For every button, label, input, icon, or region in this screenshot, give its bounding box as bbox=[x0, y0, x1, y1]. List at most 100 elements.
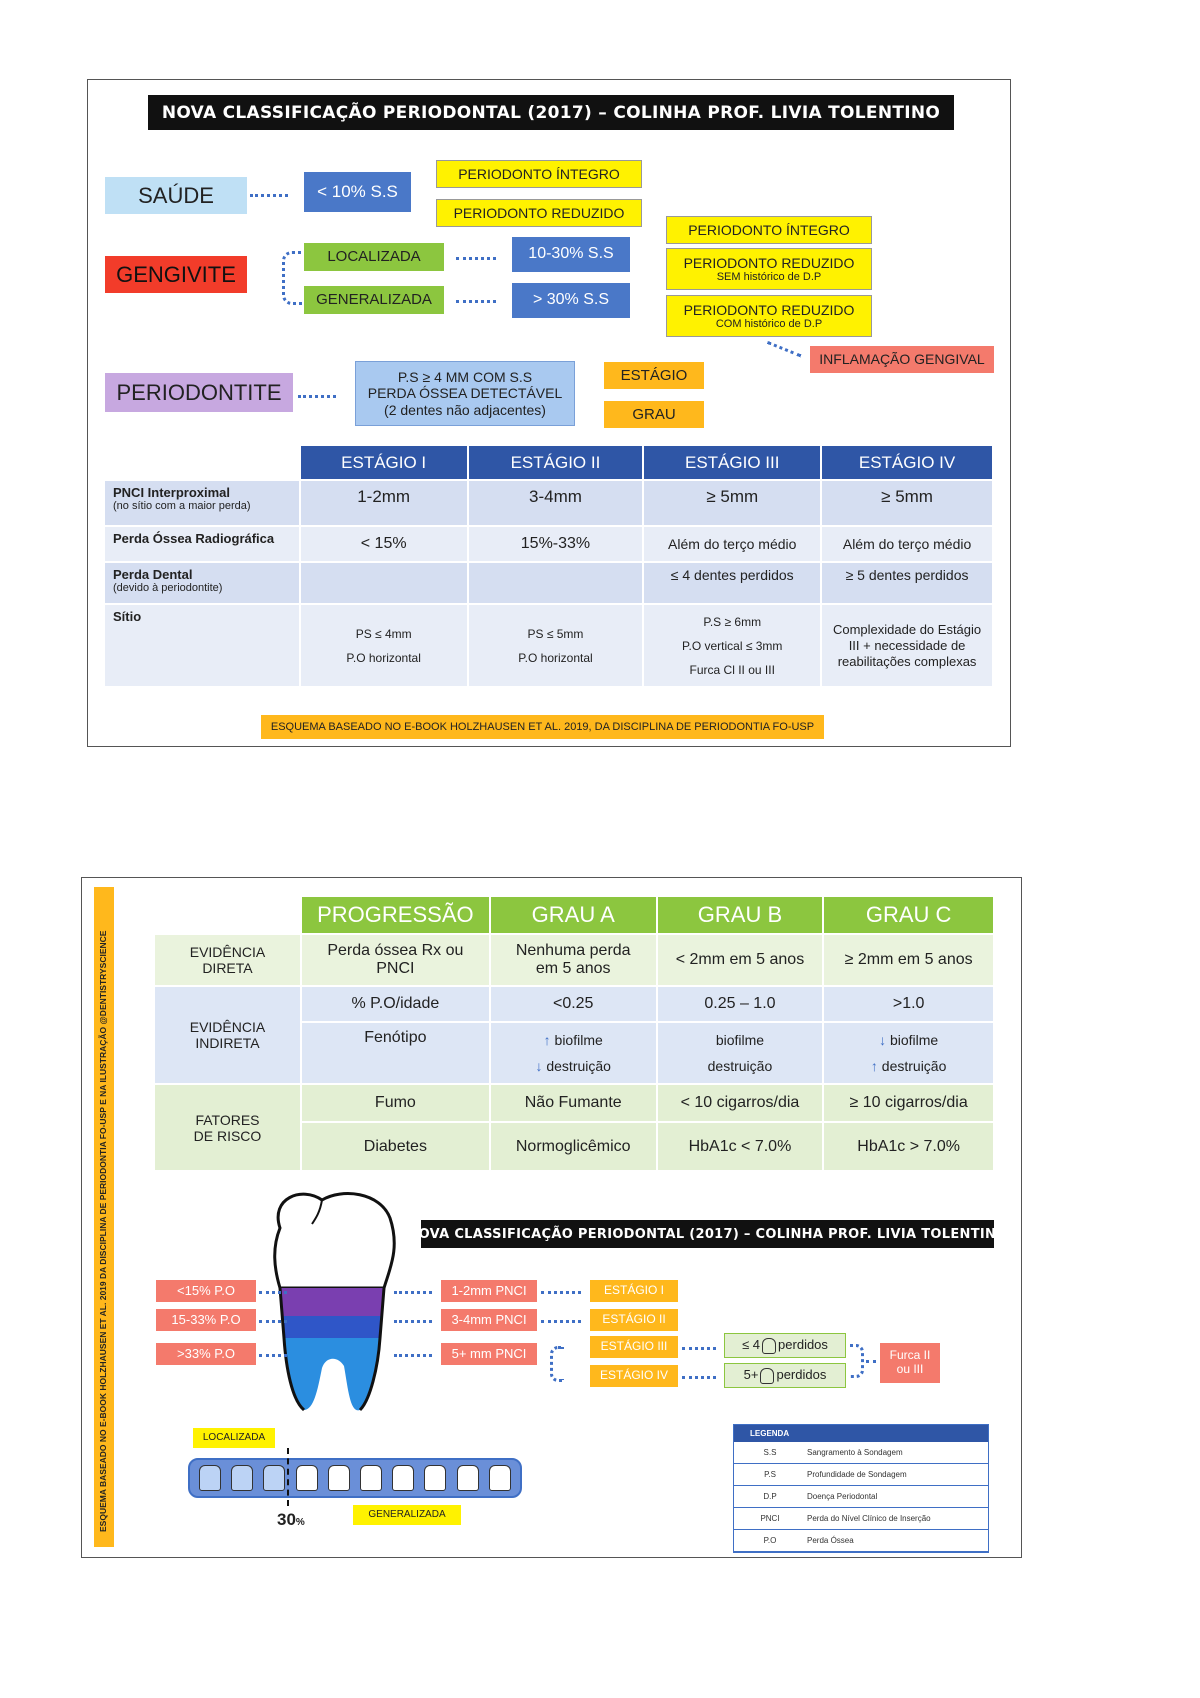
stage-arrow bbox=[541, 1291, 581, 1294]
estagio-iii: ESTÁGIO III bbox=[590, 1336, 678, 1358]
table-cell: 1-2mm bbox=[299, 479, 469, 526]
teeth-arrow bbox=[682, 1347, 716, 1350]
grade-header: GRAU C bbox=[823, 897, 995, 934]
table-cell: ≥ 5mm bbox=[643, 479, 823, 526]
gengivite-option-reduzido-sem: PERIODONTO REDUZIDO SEM histórico de D.P bbox=[666, 248, 872, 290]
table-cell bbox=[299, 561, 469, 604]
reduzido-sem-sub: SEM histórico de D.P bbox=[716, 270, 822, 283]
threshold-line bbox=[287, 1448, 289, 1506]
table-header: ESTÁGIO I bbox=[299, 446, 469, 480]
row-label-fatores: FATORES DE RISCO bbox=[155, 1083, 302, 1170]
table-cell: HbA1c > 7.0% bbox=[823, 1121, 995, 1170]
furca-branch bbox=[850, 1344, 864, 1378]
tooth-icon bbox=[760, 1367, 775, 1384]
gengivite-localizada: LOCALIZADA bbox=[304, 243, 444, 271]
row-label-ev-direta: EVIDÊNCIA DIRETA bbox=[155, 933, 302, 986]
table-cell: Complexidade do Estágio III + necessidad… bbox=[821, 603, 994, 686]
table-cell: ≥ 5mm bbox=[821, 479, 994, 526]
legend-title: LEGENDA bbox=[734, 1425, 988, 1442]
table-cell: ≥ 5 dentes perdidos bbox=[821, 561, 994, 604]
criteria-line3: (2 dentes não adjacentes) bbox=[384, 401, 546, 418]
tooth-icon bbox=[295, 1465, 318, 1491]
row-label-ev-indireta: EVIDÊNCIA INDIRETA bbox=[155, 985, 302, 1084]
gengivite-label: GENGIVITE bbox=[105, 256, 247, 293]
table-cell: Além do terço médio bbox=[821, 525, 994, 562]
table-cell: Nenhuma perda em 5 anos bbox=[489, 933, 658, 986]
po-15-33: 15-33% P.O bbox=[156, 1309, 256, 1331]
tooth-icon bbox=[263, 1465, 286, 1491]
phenotype-c: ↓ biofilme ↑ destruição bbox=[823, 1021, 995, 1084]
tooth-icon bbox=[424, 1465, 447, 1491]
table-header: ESTÁGIO II bbox=[467, 446, 645, 480]
tooth-icon bbox=[327, 1465, 350, 1491]
threshold-percent: 30% bbox=[277, 1510, 305, 1529]
tooth-icon bbox=[360, 1465, 383, 1491]
localizada-arrow bbox=[456, 257, 496, 260]
grade-header: GRAU B bbox=[656, 897, 825, 934]
page-title: NOVA CLASSIFICAÇÃO PERIODONTAL (2017) – … bbox=[148, 95, 954, 130]
reduzido-com-title: PERIODONTO REDUZIDO bbox=[683, 301, 855, 318]
table-cell: ≤ 4 dentes perdidos bbox=[643, 561, 823, 604]
table-cell: 3-4mm bbox=[467, 479, 645, 526]
localizada-label: LOCALIZADA bbox=[193, 1428, 275, 1448]
table-cell: Normoglicêmico bbox=[489, 1121, 658, 1170]
po-arrow bbox=[259, 1291, 287, 1294]
reduzido-com-sub: COM histórico de D.P bbox=[715, 317, 823, 330]
table-cell: ≥ 2mm em 5 anos bbox=[823, 933, 995, 986]
po-gt33: >33% P.O bbox=[156, 1343, 256, 1365]
saude-label: SAÚDE bbox=[105, 177, 247, 214]
stage-table: ESTÁGIO I ESTÁGIO II ESTÁGIO III ESTÁGIO… bbox=[105, 446, 994, 686]
stage-arrow bbox=[541, 1320, 581, 1323]
tooth-icon bbox=[392, 1465, 415, 1491]
pnci-5plus: 5+ mm PNCI bbox=[441, 1343, 537, 1365]
furca-arrow bbox=[866, 1360, 876, 1363]
po-arrow bbox=[259, 1354, 287, 1357]
grade-header: PROGRESSÃO bbox=[300, 897, 491, 934]
table-cell: < 15% bbox=[299, 525, 469, 562]
inflamacao-gengival: INFLAMAÇÃO GENGIVAL bbox=[810, 346, 994, 373]
periodontite-arrow bbox=[298, 395, 336, 398]
table-cell: Fumo bbox=[300, 1083, 491, 1122]
generalizada-label: GENERALIZADA bbox=[353, 1505, 461, 1525]
teeth-arrow bbox=[682, 1376, 716, 1379]
table-header: ESTÁGIO III bbox=[643, 446, 823, 480]
stage-branch bbox=[550, 1346, 564, 1382]
gengivite-option-reduzido-com: PERIODONTO REDUZIDO COM histórico de D.P bbox=[666, 295, 872, 337]
side-text: ESQUEMA BASEADO NO E-BOOK HOLZHAUSEN ET … bbox=[98, 930, 108, 1532]
table-cell: 0.25 – 1.0 bbox=[656, 985, 825, 1022]
saude-option-integro: PERIODONTO ÍNTEGRO bbox=[436, 160, 642, 188]
tooth-icon bbox=[762, 1337, 777, 1354]
table-cell: Não Fumante bbox=[489, 1083, 658, 1122]
grade-table: PROGRESSÃO GRAU A GRAU B GRAU C EVIDÊNCI… bbox=[155, 897, 995, 1170]
table-cell: % P.O/idade bbox=[300, 985, 491, 1022]
tooth-illustration bbox=[273, 1192, 396, 1412]
estagio-badge: ESTÁGIO bbox=[604, 362, 704, 389]
tooth-icon bbox=[488, 1465, 511, 1491]
table-cell: Diabetes bbox=[300, 1121, 491, 1170]
pnci-arrow bbox=[394, 1354, 432, 1357]
estagio-iv: ESTÁGIO IV bbox=[590, 1365, 678, 1387]
row-label-pnci: PNCI Interproximal(no sítio com a maior … bbox=[105, 479, 301, 526]
po-arrow bbox=[259, 1320, 287, 1323]
reduzido-sem-title: PERIODONTO REDUZIDO bbox=[683, 254, 855, 271]
periodontite-label: PERIODONTITE bbox=[105, 373, 293, 412]
table-cell: Além do terço médio bbox=[643, 525, 823, 562]
row-label-sitio: Sítio bbox=[105, 603, 301, 686]
pnci-arrow bbox=[394, 1291, 432, 1294]
estagio-i: ESTÁGIO I bbox=[590, 1280, 678, 1302]
criteria-line1: P.S ≥ 4 MM COM S.S bbox=[397, 369, 533, 386]
criteria-line2: PERDA ÓSSEA DETECTÁVEL bbox=[367, 385, 563, 402]
row-label-perda-dental: Perda Dental(devido à periodontite) bbox=[105, 561, 301, 604]
saude-arrow bbox=[250, 194, 288, 197]
localizada-ss: 10-30% S.S bbox=[512, 237, 630, 272]
table-cell: Fenótipo bbox=[300, 1021, 491, 1084]
page1-footer: ESQUEMA BASEADO NO E-BOOK HOLZHAUSEN ET … bbox=[261, 715, 824, 739]
table-header: ESTÁGIO IV bbox=[821, 446, 994, 480]
table-cell: ≥ 10 cigarros/dia bbox=[823, 1083, 995, 1122]
